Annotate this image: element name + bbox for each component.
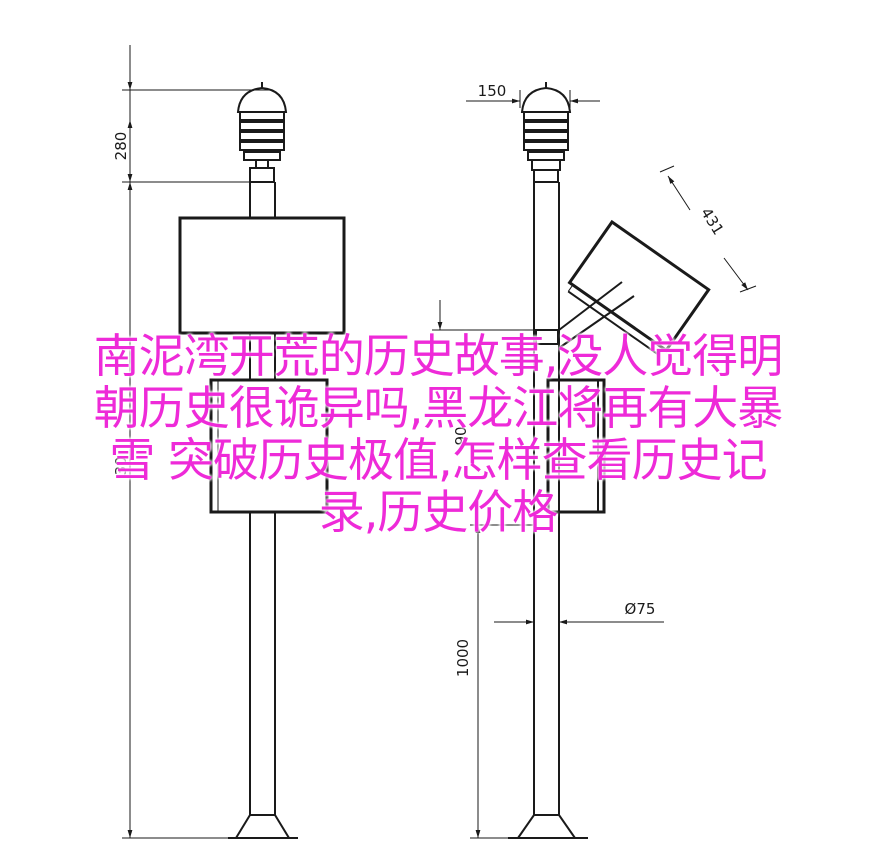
- dim-partial-left: 30: [112, 456, 130, 475]
- side-view: 150 431: [432, 82, 757, 839]
- dim-pole-diameter: Ø75: [625, 600, 656, 618]
- dim-partial-mid: 90: [452, 426, 470, 445]
- caption-line-3: 雪 突破历史极值,怎样查看历史记: [109, 433, 767, 487]
- dim-height-top: 280: [112, 132, 130, 161]
- overlay-caption: 南泥湾开荒的历史故事,没人觉得明 朝历史很诡异吗,黑龙江将再有大暴 雪 突破历史…: [14, 330, 862, 538]
- dim-panel-length: 431: [697, 204, 727, 238]
- dim-sensor-width: 150: [478, 82, 507, 100]
- caption-line-2: 朝历史很诡异吗,黑龙江将再有大暴: [93, 381, 784, 435]
- caption-line-1: 南泥湾开荒的历史故事,没人觉得明: [93, 329, 784, 383]
- dim-height-lower: 1000: [454, 639, 472, 677]
- front-view: 280 30: [112, 45, 346, 839]
- caption-line-4: 录,历史价格: [318, 485, 559, 539]
